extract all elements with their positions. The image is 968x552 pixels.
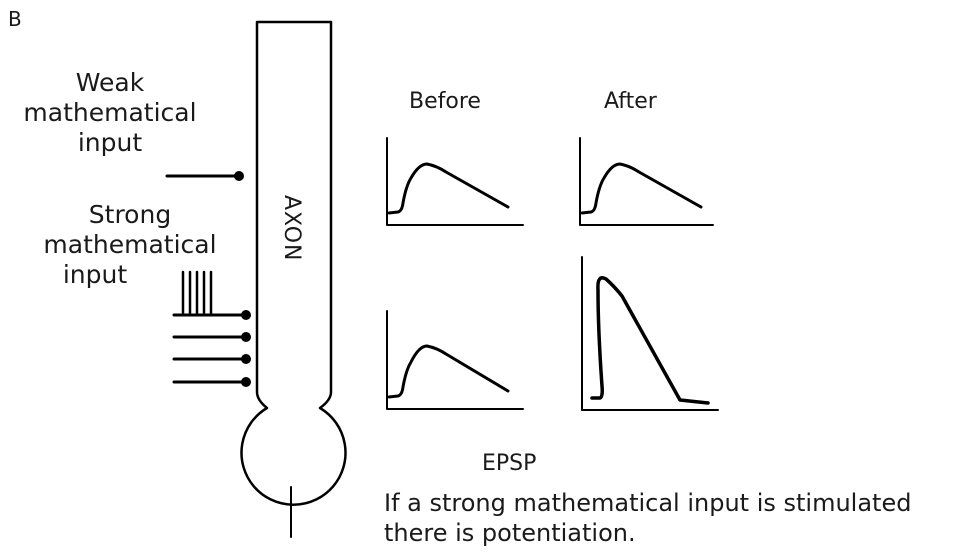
strong-synapse-terminal [241, 377, 251, 387]
epsp-plot-weak-after [579, 137, 714, 226]
epsp-trace [580, 162, 703, 215]
epsp-trace [590, 276, 710, 405]
strong-input-label: Strong mathematical input [43, 200, 216, 289]
caption-line2: there is potentiation. [384, 519, 636, 547]
plot-axes [386, 137, 524, 226]
strong-input-label-line2: mathematical [43, 230, 216, 259]
after-label: After [604, 89, 658, 114]
epsp-plot-strong-after [581, 256, 719, 411]
epsp-trace [387, 162, 510, 215]
epsp-trace [387, 344, 510, 399]
panel-letter: B [8, 7, 22, 31]
weak-input-label: Weak mathematical input [23, 68, 196, 157]
strong-input-label-line1: Strong [89, 200, 171, 229]
strong-input-label-line3: input [63, 260, 128, 289]
before-label: Before [409, 89, 481, 114]
plot-axes [581, 256, 719, 411]
plot-axes [386, 310, 524, 410]
epsp-plot-weak-before [386, 137, 524, 226]
epsp-label: EPSP [482, 451, 536, 476]
weak-input-label-line1: Weak [76, 68, 145, 97]
weak-synapse-terminal [234, 171, 244, 181]
strong-synapse-terminal [241, 354, 251, 364]
neuron: AXON [240, 20, 347, 538]
plot-axes [579, 137, 714, 226]
weak-input-label-line3: input [78, 128, 143, 157]
strong-synapses [172, 310, 251, 387]
weak-synapse [165, 171, 244, 181]
caption-line1: If a strong mathematical input is stimul… [384, 489, 911, 517]
epsp-plot-strong-before [386, 310, 524, 410]
strong-synapse-terminal [241, 332, 251, 342]
axon-outline [240, 20, 347, 506]
tetanus-stimulus [181, 270, 213, 315]
axon-label: AXON [279, 195, 304, 262]
weak-input-label-line2: mathematical [23, 98, 196, 127]
strong-synapse-terminal [241, 310, 251, 320]
